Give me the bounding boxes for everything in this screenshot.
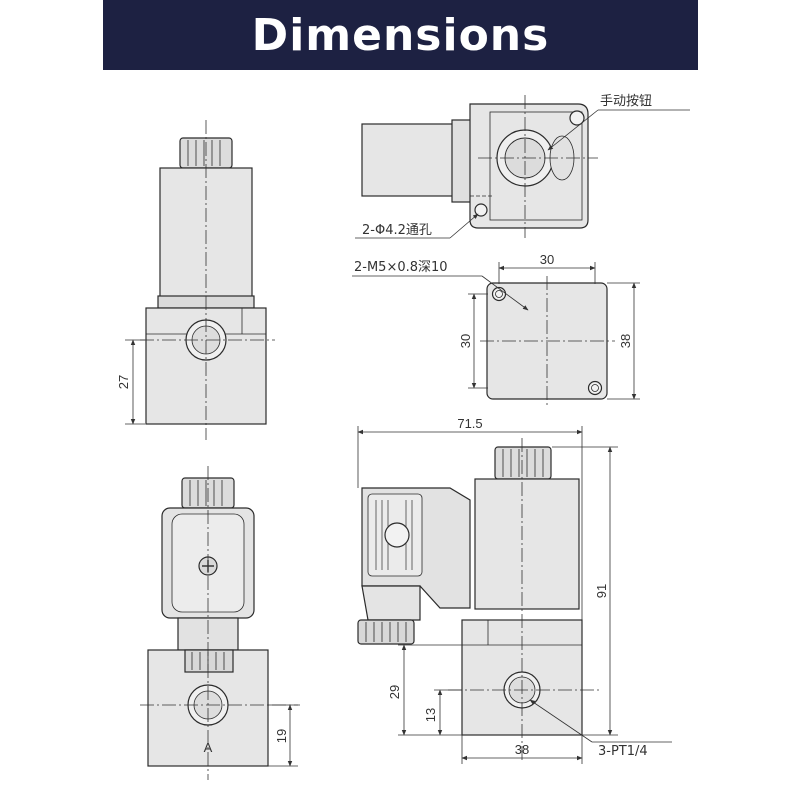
port-spec-label: 3-PT1/4 (598, 744, 648, 759)
dim-30-width: 30 (540, 252, 554, 267)
front-view-dim-27 (125, 339, 145, 425)
mount-holes-label: 2-Φ4.2通孔 (362, 223, 432, 238)
top-view (361, 103, 589, 229)
connector-view (357, 446, 583, 736)
dim-29-label: 29 (387, 685, 402, 699)
flange-hole-bottom (587, 380, 603, 396)
mount-hole (474, 203, 488, 217)
side-view (147, 477, 269, 767)
dim-91-label: 91 (594, 584, 609, 598)
dim-71-5-label: 71.5 (457, 416, 482, 431)
title-banner: Dimensions (103, 0, 698, 70)
thread-label: 2-M5×0.8深10 (354, 260, 448, 275)
dim-19-label: 19 (274, 729, 289, 743)
port-letter-a: A (204, 740, 213, 755)
manual-button-label: 手动按钮 (600, 94, 652, 109)
flange-hole-top (491, 286, 507, 302)
front-view-centerlines (140, 120, 275, 440)
top-view-coil (361, 123, 463, 197)
side-view-knurl (184, 649, 234, 673)
dim-38-label: 38 (515, 742, 529, 757)
page-title: Dimensions (251, 9, 550, 61)
dim-27-label: 27 (116, 375, 131, 389)
connector-screw (384, 522, 410, 548)
dim-38-height: 38 (618, 334, 633, 348)
cable-gland (357, 619, 415, 645)
dim-30-height: 30 (458, 334, 473, 348)
top-view-leaders (355, 109, 690, 239)
connector-view-coil (474, 478, 580, 610)
manual-button (569, 110, 585, 126)
side-view-dim-19 (268, 704, 298, 767)
connector-view-dims (357, 426, 672, 764)
flange-dims (352, 262, 640, 400)
dim-13-label: 13 (423, 708, 438, 722)
